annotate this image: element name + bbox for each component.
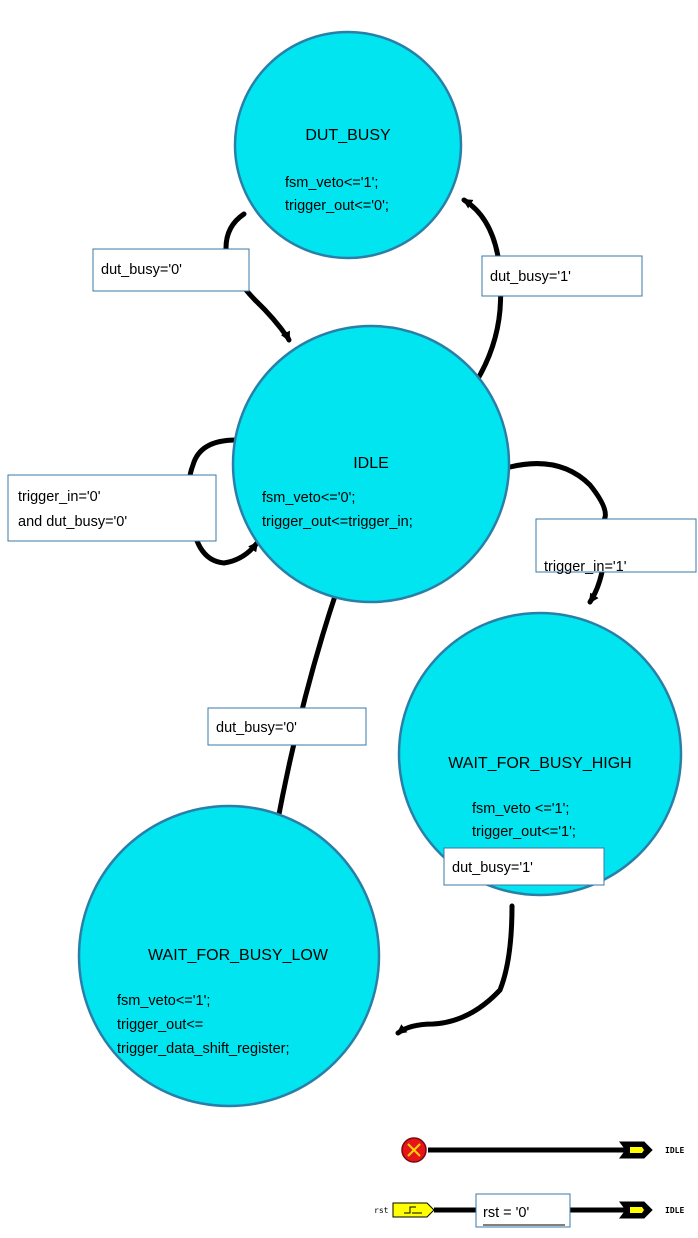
label-idle-to-wait-high: trigger_in='1' [535,518,697,575]
state-wait-low-line-1: fsm_veto<='1'; [117,993,210,1009]
state-dut-busy-line-2: trigger_out<='0'; [285,198,389,214]
label-high-to-low-text: dut_busy='1' [452,860,533,876]
state-dut-busy-line-1: fsm_veto<='1'; [285,175,378,191]
label-busy-to-idle-text: dut_busy='0' [101,262,182,278]
state-idle: IDLE fsm_veto<='0'; trigger_out<=trigger… [231,324,511,604]
reset-transition-2: rst rst = '0' IDLE [374,1193,684,1228]
arrow-high-to-low [395,903,515,1036]
state-wait-low-line-3: trigger_data_shift_register; [117,1041,290,1057]
state-wait-for-busy-low: WAIT_FOR_BUSY_LOW fsm_veto<='1'; trigger… [77,804,381,1108]
label-low-to-idle-text: dut_busy='0' [216,720,297,736]
state-idle-line-1: fsm_veto<='0'; [262,490,355,506]
label-idle-to-busy: dut_busy='1' [481,255,643,297]
reset-transition-1: IDLE [401,1137,684,1163]
arrow-low-to-idle [273,587,340,833]
state-wait-low-line-2: trigger_out<= [117,1017,203,1033]
reset-condition-text: rst = '0' [483,1205,529,1221]
state-wait-for-busy-high: WAIT_FOR_BUSY_HIGH fsm_veto <='1'; trigg… [397,611,683,897]
state-wait-high-line-1: fsm_veto <='1'; [472,801,569,817]
label-idle-self-text-2: and dut_busy='0' [18,514,127,530]
reset-port-label: rst [374,1206,389,1215]
reset-target-2: IDLE [665,1206,684,1215]
reset-target-1: IDLE [665,1146,684,1155]
state-wait-high-title: WAIT_FOR_BUSY_HIGH [448,755,631,772]
arrow-busy-to-idle-head [280,330,292,343]
label-idle-to-busy-text: dut_busy='1' [490,269,571,285]
label-idle-self: trigger_in='0' and dut_busy='0' [7,474,217,542]
label-busy-to-idle: dut_busy='0' [92,248,250,292]
arrow-idle-to-wait-high-2 [587,569,605,605]
label-idle-to-wait-high-text: trigger_in='1' [544,559,627,575]
state-wait-high-line-2: trigger_out<='1'; [472,824,576,840]
arrow-idle-to-busy [461,197,504,400]
state-dut-busy-title: DUT_BUSY [305,127,391,144]
state-dut-busy: DUT_BUSY fsm_veto<='1'; trigger_out<='0'… [233,30,463,260]
label-idle-self-text-1: trigger_in='0' [18,489,101,505]
input-port-icon [392,1202,435,1218]
state-idle-title: IDLE [353,455,389,472]
reset-condition-box [475,1193,571,1228]
state-idle-line-2: trigger_out<=trigger_in; [262,514,413,530]
arrow-idle-to-wait-high [507,461,608,523]
label-low-to-idle: dut_busy='0' [207,707,367,746]
state-wait-low-title: WAIT_FOR_BUSY_LOW [148,947,329,964]
label-high-to-low: dut_busy='1' [443,847,605,886]
